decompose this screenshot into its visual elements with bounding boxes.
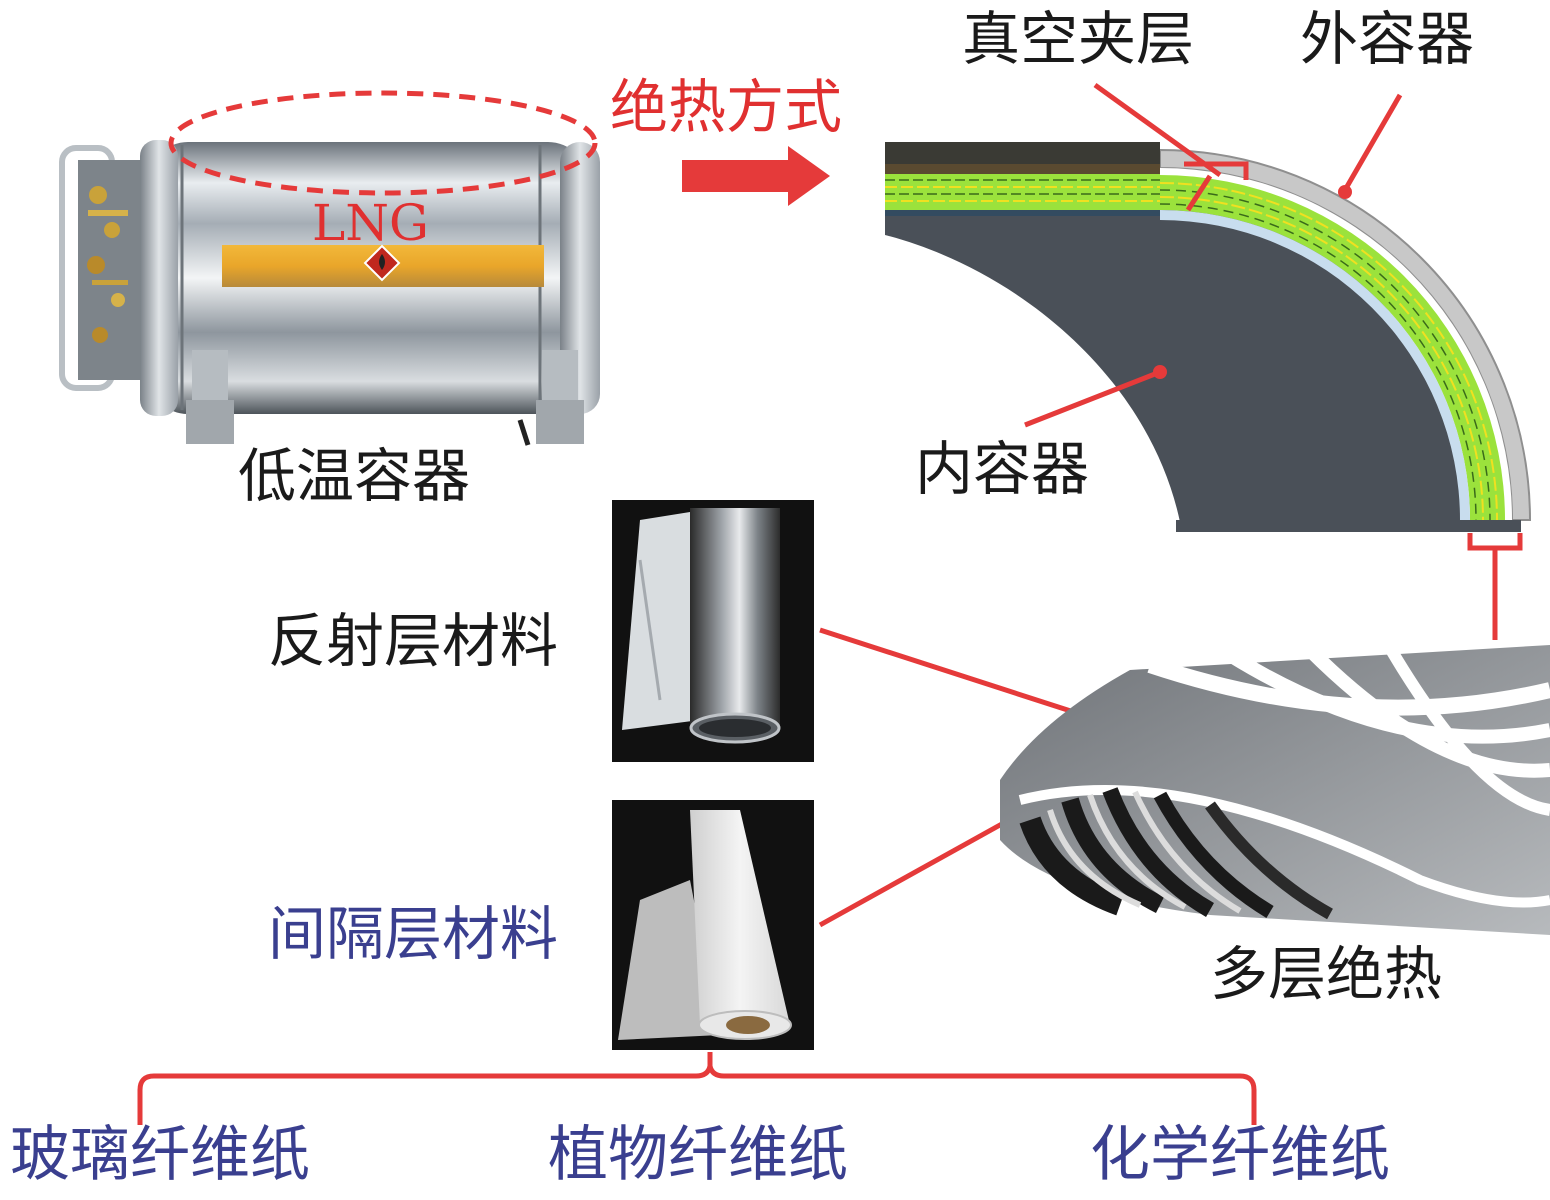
inner-vessel-label: 内容器 bbox=[915, 435, 1090, 503]
spacer-type-glass-fiber-paper: 玻璃纤维纸 bbox=[10, 1120, 310, 1190]
vessel-wall-cross-section bbox=[885, 142, 1532, 532]
spacer-types-bracket bbox=[137, 1052, 1257, 1125]
multilayer-insulation-photo bbox=[1000, 644, 1550, 935]
right-arrow-icon bbox=[682, 146, 830, 206]
insulation-highlight-ellipse bbox=[168, 90, 598, 196]
spacer-layer-material-label: 间隔层材料 bbox=[268, 900, 559, 968]
vacuum-interlayer-label: 真空夹层 bbox=[962, 5, 1195, 73]
insulation-method-label: 绝热方式 bbox=[610, 73, 843, 141]
spacer-type-plant-fiber-paper: 植物纤维纸 bbox=[548, 1120, 848, 1190]
multilayer-insulation-label: 多层绝热 bbox=[1210, 940, 1443, 1008]
outer-vessel-label: 外容器 bbox=[1300, 5, 1475, 73]
cryogenic-tank-illustration bbox=[59, 90, 600, 446]
reflective-foil-photo bbox=[612, 500, 814, 762]
reflective-layer-material-label: 反射层材料 bbox=[268, 607, 559, 675]
spacer-type-chemical-fiber-paper: 化学纤维纸 bbox=[1090, 1120, 1390, 1190]
flammable-diamond-icon bbox=[363, 244, 401, 282]
lng-label: LNG bbox=[312, 194, 429, 252]
cryogenic-vessel-label: 低温容器 bbox=[238, 442, 471, 510]
spacer-paper-photo bbox=[612, 800, 814, 1050]
